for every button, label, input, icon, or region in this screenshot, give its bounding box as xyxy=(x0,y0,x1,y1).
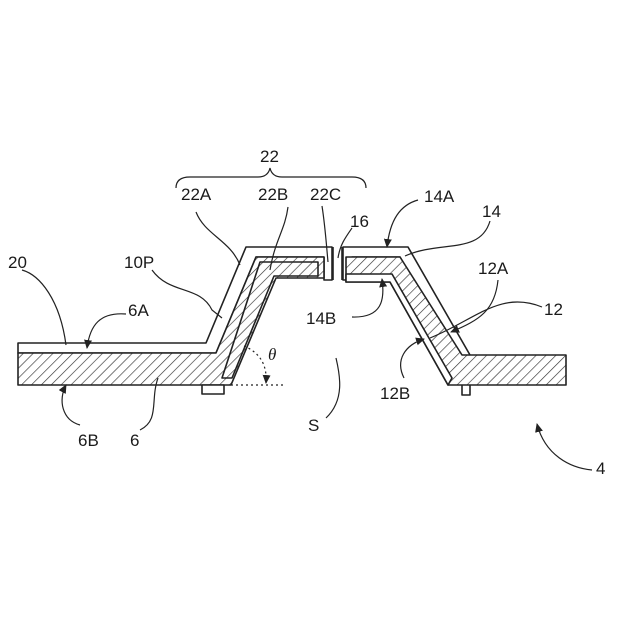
leader-4 xyxy=(537,424,592,470)
label-14A: 14A xyxy=(424,187,455,206)
label-12A: 12A xyxy=(478,259,509,278)
label-4: 4 xyxy=(596,459,605,478)
theta-arc xyxy=(244,346,266,383)
label-10P: 10P xyxy=(124,253,154,272)
label-22A: 22A xyxy=(181,185,212,204)
leader-12B xyxy=(401,339,424,378)
label-14: 14 xyxy=(482,202,501,221)
leader-S xyxy=(326,358,340,418)
label-22B: 22B xyxy=(258,185,288,204)
leader-20 xyxy=(22,270,66,345)
label-16: 16 xyxy=(350,212,369,231)
label-14B: 14B xyxy=(306,309,336,328)
leader-14 xyxy=(405,221,490,256)
leader-22A xyxy=(196,212,240,265)
label-6B: 6B xyxy=(78,431,99,450)
label-12: 12 xyxy=(544,300,563,319)
label-theta: θ xyxy=(268,345,276,364)
label-22: 22 xyxy=(260,147,279,166)
leader-10P xyxy=(152,270,222,318)
label-6A: 6A xyxy=(128,301,149,320)
label-22C: 22C xyxy=(310,185,341,204)
label-S: S xyxy=(308,416,319,435)
mounting-foot xyxy=(202,385,224,394)
label-12B: 12B xyxy=(380,384,410,403)
leader-6B xyxy=(62,385,80,425)
label-6: 6 xyxy=(130,431,139,450)
label-20: 20 xyxy=(8,253,27,272)
leader-14B xyxy=(352,279,383,317)
leader-14A xyxy=(387,200,418,247)
